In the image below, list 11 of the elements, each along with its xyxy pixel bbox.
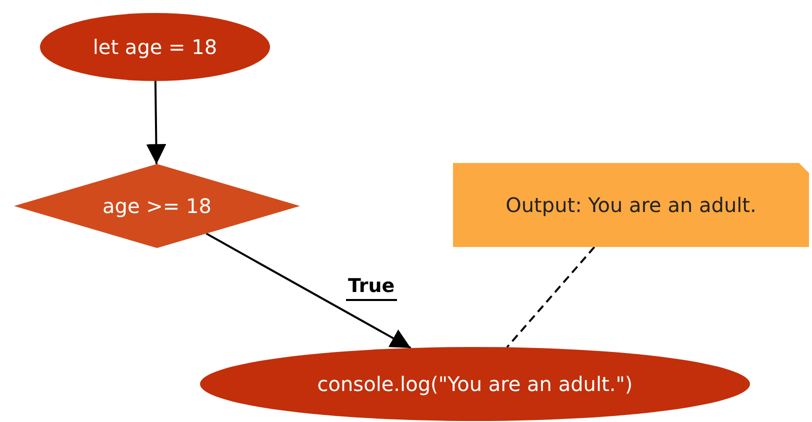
node-text: console.log("You are an adult.") <box>317 372 633 396</box>
start-ellipse <box>40 13 270 81</box>
arrow <box>206 232 412 349</box>
node-text: Output: You are an adult. <box>506 193 756 217</box>
node-text: age >= 18 <box>102 194 212 218</box>
dashed-connector <box>506 246 596 348</box>
arrow <box>146 80 166 164</box>
node-text: let age = 18 <box>92 35 218 59</box>
process-ellipse <box>200 347 750 421</box>
decision-diamond <box>14 164 300 248</box>
note-box <box>453 163 809 247</box>
